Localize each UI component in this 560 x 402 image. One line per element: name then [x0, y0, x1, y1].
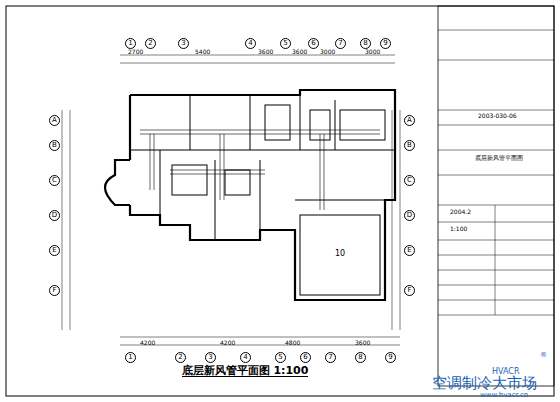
drawing-title: 底层新风管平面图 1:100	[182, 365, 309, 377]
grid-bubble: C	[404, 175, 415, 186]
dimension: 4200	[140, 340, 155, 346]
grid-bubble: 5	[280, 38, 291, 49]
grid-label: 4	[243, 354, 247, 361]
watermark: ®	[540, 352, 547, 359]
grid-bubble: 7	[325, 352, 336, 363]
grid-label: 8	[358, 354, 362, 361]
note: 2004.2	[450, 209, 471, 215]
grid-bubble: B	[404, 140, 415, 151]
grid-label: 2	[148, 40, 152, 47]
dimension: 3600	[258, 49, 273, 55]
note: 底层新风管平面图	[475, 155, 523, 161]
grid-label: A	[407, 117, 412, 124]
grid-label: 6	[311, 40, 315, 47]
grid-label: B	[407, 142, 412, 149]
grid-bubble: 9	[385, 352, 396, 363]
grid-bubble: A	[49, 115, 60, 126]
grid-bubble: 2	[175, 352, 186, 363]
watermark: www.hvacr.cn	[480, 392, 528, 399]
grid-bubble: D	[404, 210, 415, 221]
grid-label: E	[407, 247, 411, 254]
grid-label: D	[52, 212, 57, 219]
dimension: 5400	[195, 49, 210, 55]
grid-bubble: 1	[125, 352, 136, 363]
grid-label: 9	[388, 354, 392, 361]
grid-label: C	[407, 177, 412, 184]
note: 1:100	[450, 226, 467, 232]
dimension: 3000	[365, 49, 380, 55]
grid-label: 4	[248, 40, 252, 47]
grid-label: B	[52, 142, 57, 149]
grid-label: 1	[128, 354, 132, 361]
grid-bubble: E	[49, 245, 60, 256]
grid-label: E	[52, 247, 56, 254]
grid-label: F	[407, 287, 411, 294]
grid-bubble: 6	[300, 352, 311, 363]
grid-label: 5	[283, 40, 287, 47]
grid-label: 8	[363, 40, 367, 47]
grid-label: C	[52, 177, 57, 184]
grid-bubble: E	[404, 245, 415, 256]
grid-label: 3	[208, 354, 212, 361]
grid-bubble: A	[404, 115, 415, 126]
watermark: 空调制冷大市场	[432, 376, 537, 391]
grid-bubble: 8	[360, 38, 371, 49]
grid-bubble: F	[49, 285, 60, 296]
grid-label: 7	[328, 354, 332, 361]
grid-bubble: B	[49, 140, 60, 151]
grid-label: F	[52, 287, 56, 294]
dimension: 2700	[128, 49, 143, 55]
grid-label: 6	[303, 354, 307, 361]
dimension: 3000	[320, 49, 335, 55]
grid-bubble: 7	[335, 38, 346, 49]
grid-bubble: 9	[380, 38, 391, 49]
note: 2003-030-06	[478, 113, 517, 119]
grid-bubble: 3	[178, 38, 189, 49]
grid-bubble: D	[49, 210, 60, 221]
grid-bubble: F	[404, 285, 415, 296]
dimension: 4200	[220, 340, 235, 346]
dimension: 3600	[292, 49, 307, 55]
grid-bubble: C	[49, 175, 60, 186]
grid-bubble: 1	[125, 38, 136, 49]
grid-label: 1	[128, 40, 132, 47]
grid-label: D	[407, 212, 412, 219]
grid-bubble: 2	[145, 38, 156, 49]
grid-label: A	[52, 117, 57, 124]
grid-label: 5	[278, 354, 282, 361]
dimension: 3600	[355, 340, 370, 346]
grid-bubble: 8	[355, 352, 366, 363]
grid-label: 3	[181, 40, 185, 47]
note: 10	[335, 250, 345, 258]
grid-bubble: 4	[245, 38, 256, 49]
grid-bubble: 6	[308, 38, 319, 49]
grid-label: 9	[383, 40, 387, 47]
grid-label: 2	[178, 354, 182, 361]
grid-bubble: 3	[205, 352, 216, 363]
grid-bubble: 5	[275, 352, 286, 363]
dimension: 4800	[285, 340, 300, 346]
watermark: HVACR	[492, 368, 519, 376]
grid-label: 7	[338, 40, 342, 47]
grid-bubble: 4	[240, 352, 251, 363]
